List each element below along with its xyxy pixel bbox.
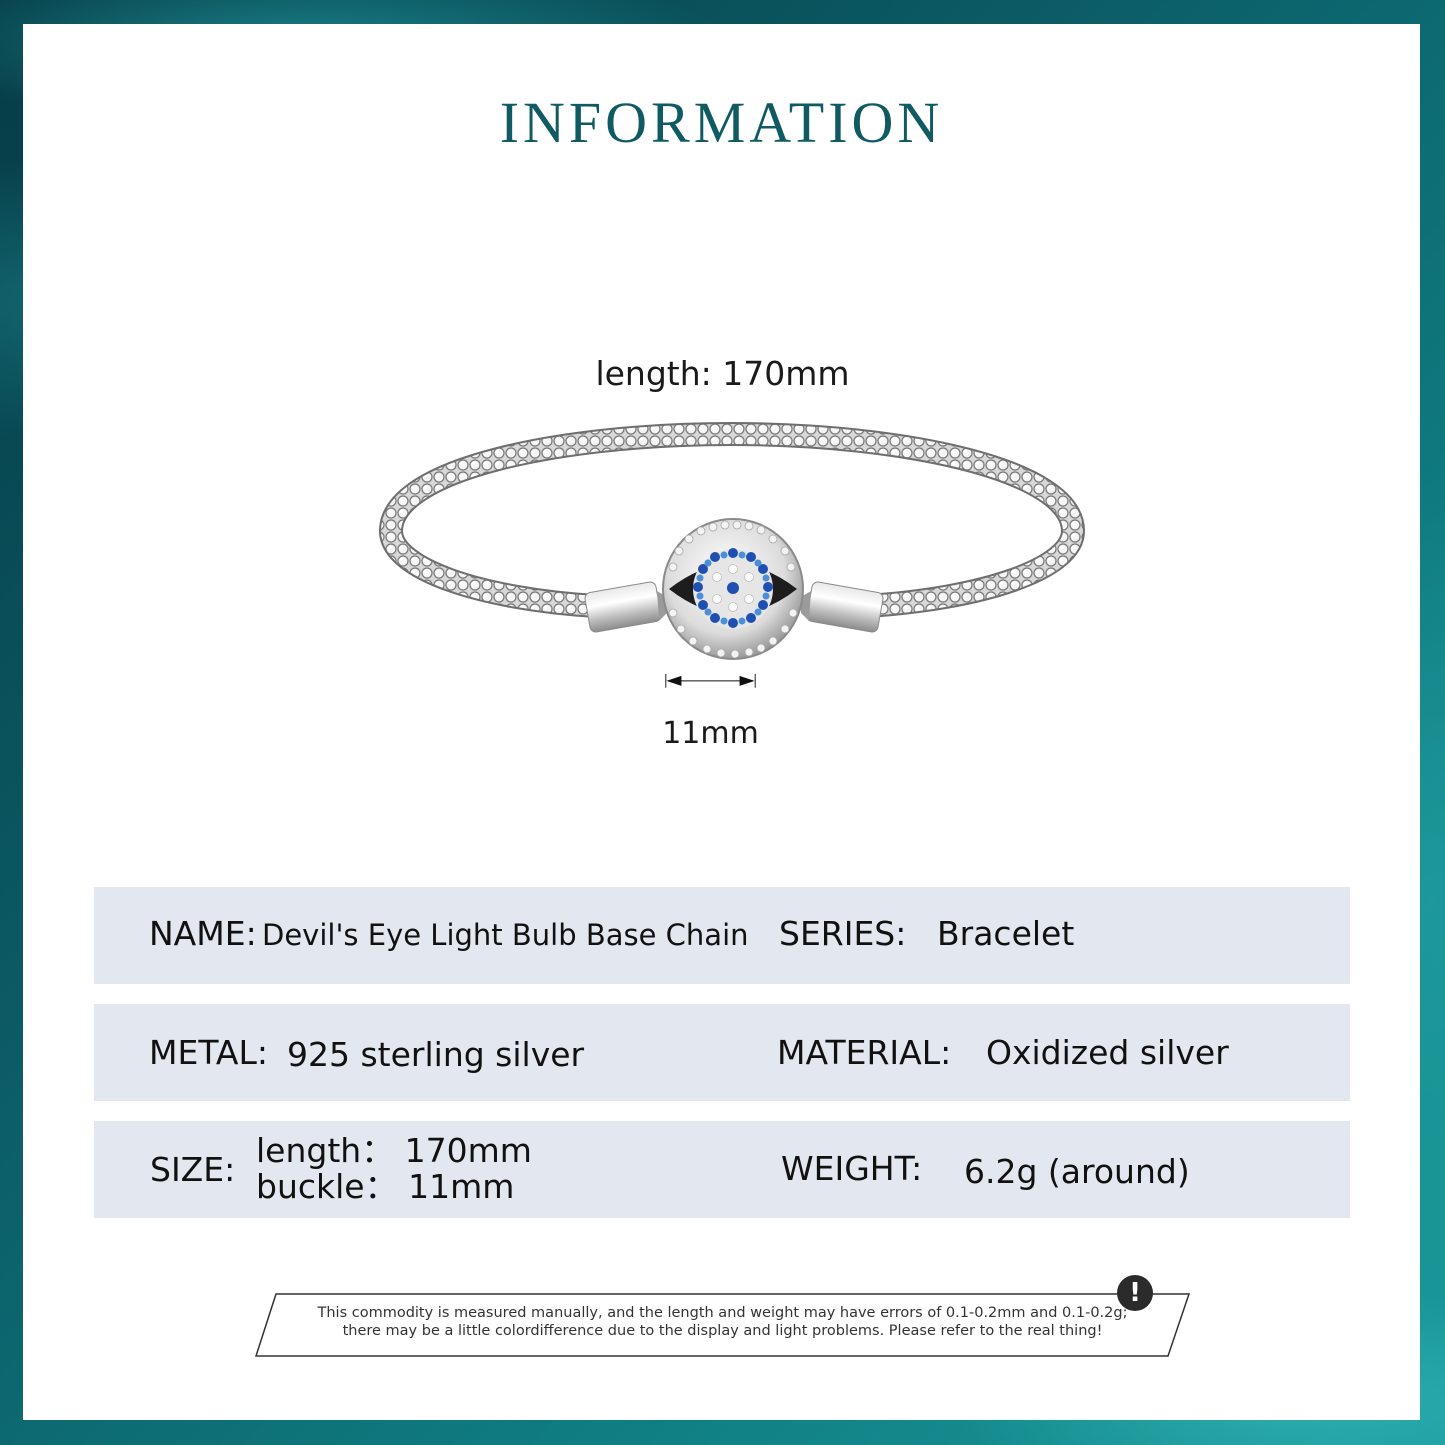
buckle-dimension-label: 11mm	[662, 716, 759, 751]
name-value: Devil's Eye Light Bulb Base Chain	[262, 918, 749, 952]
bracelet-image	[378, 421, 1086, 660]
spec-row-size: SIZE: length： 170mm buckle： 11mm WEIGHT:…	[94, 1121, 1350, 1218]
right-end-cap	[801, 581, 884, 633]
series-value: Bracelet	[937, 914, 1075, 953]
spec-row-name: NAME: Devil's Eye Light Bulb Base Chain …	[94, 887, 1350, 984]
name-label: NAME:	[149, 914, 257, 953]
size-label: SIZE:	[150, 1150, 236, 1189]
metal-label: METAL:	[149, 1033, 268, 1072]
disclaimer-frame	[255, 1293, 1190, 1357]
material-value: Oxidized silver	[986, 1033, 1229, 1072]
left-end-cap	[584, 581, 667, 633]
disclaimer-line-2: there may be a little colordifference du…	[342, 1323, 1103, 1339]
disclaimer-line-1: This commodity is measured manually, and…	[317, 1305, 1128, 1321]
weight-value: 6.2g (around)	[964, 1152, 1190, 1191]
disclaimer: This commodity is measured manually, and…	[255, 1293, 1190, 1357]
evil-eye-clasp	[662, 518, 804, 660]
spec-table: NAME: Devil's Eye Light Bulb Base Chain …	[94, 887, 1350, 1238]
material-label: MATERIAL:	[777, 1033, 952, 1072]
metal-value: 925 sterling silver	[287, 1035, 585, 1074]
weight-label: WEIGHT:	[781, 1149, 923, 1188]
spec-row-metal: METAL: 925 sterling silver MATERIAL: Oxi…	[94, 1004, 1350, 1101]
length-caption: length: 170mm	[595, 354, 850, 393]
size-length-value: length： 170mm	[256, 1131, 532, 1170]
series-label: SERIES:	[779, 914, 907, 953]
info-panel: INFORMATION length: 170mm	[23, 24, 1420, 1420]
size-buckle-value: buckle： 11mm	[256, 1167, 515, 1206]
buckle-dimension-arrow	[665, 674, 756, 688]
page-title: INFORMATION	[499, 90, 944, 155]
exclamation-icon: !	[1117, 1275, 1153, 1311]
